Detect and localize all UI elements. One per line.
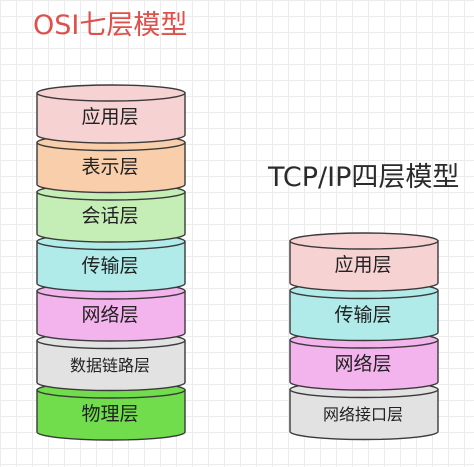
tcpip-layer-label: 网络层 <box>334 353 392 376</box>
osi-layer-body <box>36 191 186 243</box>
osi-layer-body <box>36 240 186 293</box>
osi-layer-top <box>36 84 186 102</box>
tcpip-stack-drawing <box>289 232 439 441</box>
osi-layer-0 <box>36 84 186 144</box>
tcpip-layer-top <box>289 232 439 250</box>
tcpip-layer-label: 网络接口层 <box>322 404 403 424</box>
tcpip-layer-body <box>289 339 439 391</box>
osi-layer-label: 数据链路层 <box>69 355 150 375</box>
osi-layer-label: 传输层 <box>81 254 139 277</box>
osi-layer-label: 物理层 <box>81 403 139 426</box>
osi-layer-label: 会话层 <box>81 205 139 228</box>
tcpip-layer-0 <box>289 232 439 292</box>
tcpip-layer-stack: 网络接口层 网络层 传输层 应用层 <box>289 232 439 441</box>
osi-stack-drawing <box>36 84 186 441</box>
osi-layer-label: 表示层 <box>81 155 139 178</box>
osi-layer-body <box>36 389 186 441</box>
osi-layer-label: 应用层 <box>81 106 139 129</box>
osi-layer-1 <box>36 133 186 194</box>
osi-layer-body <box>36 141 186 194</box>
tcpip-model-title: TCP/IP四层模型 <box>268 162 460 193</box>
osi-layer-body <box>36 92 186 144</box>
osi-layer-body <box>36 290 186 342</box>
tcpip-layer-body <box>289 289 439 342</box>
tcpip-layer-body <box>289 240 439 292</box>
osi-model-title: OSI七层模型 <box>33 10 188 41</box>
tcpip-layer-label: 传输层 <box>334 303 392 326</box>
osi-layer-stack: 物理层 数据链路层 网络层 传输层 会话层 表示层 应用层 <box>36 84 186 441</box>
osi-layer-body <box>36 339 186 392</box>
osi-layer-label: 网络层 <box>81 304 139 327</box>
tcpip-layer-label: 应用层 <box>334 254 392 277</box>
tcpip-layer-body <box>289 388 439 441</box>
